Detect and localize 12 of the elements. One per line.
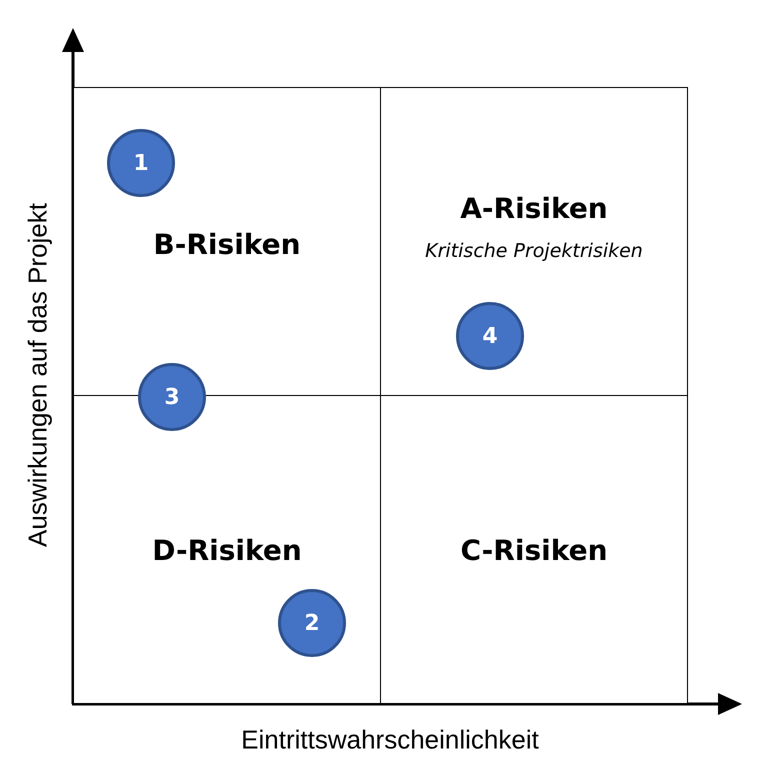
axis-label: Auswirkungen auf das Projekt	[22, 203, 54, 547]
quadrant-title: C-Risiken	[459, 534, 609, 567]
quadrant-title: B-Risiken	[152, 228, 302, 261]
quadrant-title: A-Risiken	[459, 192, 609, 225]
matrix-quadrant	[380, 87, 688, 396]
risk-marker: 2	[278, 589, 346, 657]
matrix-quadrant	[380, 395, 688, 704]
risk-marker: 4	[456, 302, 524, 370]
axis-label: Eintrittswahrscheinlichkeit	[241, 724, 539, 756]
risk-marker: 1	[107, 129, 175, 197]
quadrant-title: D-Risiken	[151, 534, 303, 567]
quadrant-subtitle: Kritische Projektrisiken	[424, 239, 644, 264]
